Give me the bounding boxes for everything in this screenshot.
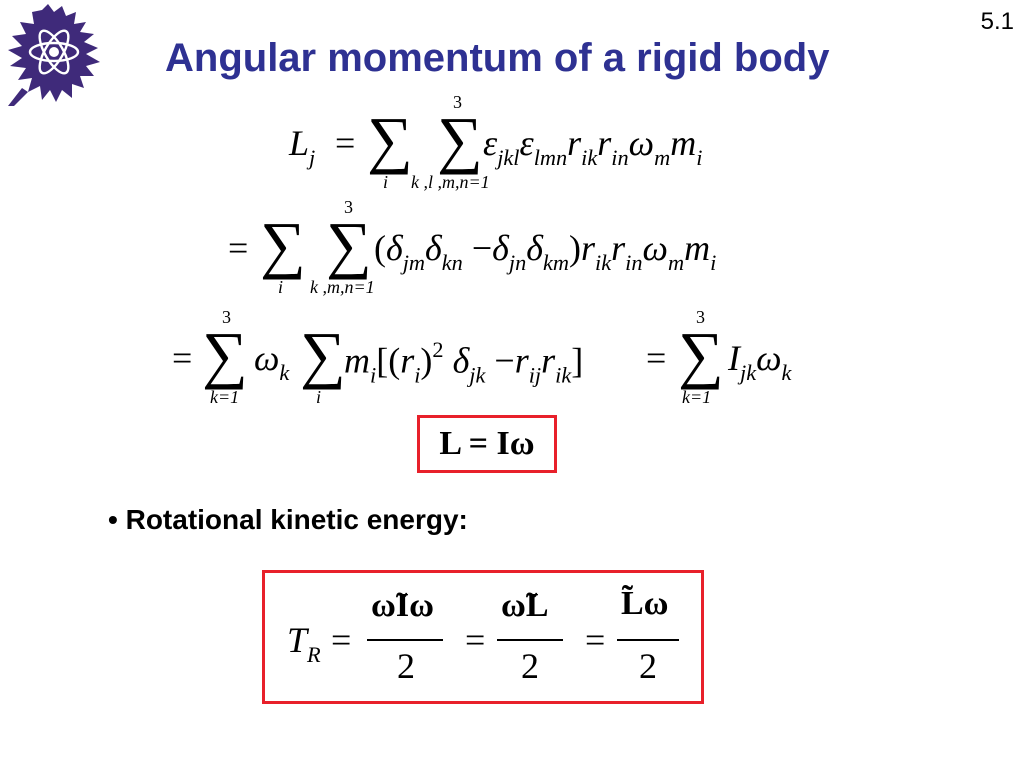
eq1-terms: εjklεlmnrikrinωmmi	[483, 123, 703, 171]
equation-line-1: Lj = ∑ i ∑ 3 k ,l ,m,n=1 εjklεlmnrikrinω…	[285, 92, 755, 200]
boxed-equation-L: L = Iω	[417, 415, 557, 473]
eq2-terms: (δjmδkn −δjnδkm)rikrinωmmi	[374, 228, 717, 276]
tr-denominator-3: 2	[639, 646, 657, 686]
eq1-sum-2: ∑	[437, 104, 483, 175]
eq1-sum-2-lower: k ,l ,m,n=1	[411, 172, 490, 192]
tr-equals-1: =	[331, 620, 352, 660]
horned-lizard-atom-logo-icon	[8, 4, 100, 106]
eq1-sum-1: ∑	[367, 104, 413, 175]
tr-denominator-2: 2	[521, 646, 539, 686]
eq3-sum-1-upper: 3	[222, 307, 231, 327]
eq2-sum-1-lower: i	[278, 277, 284, 297]
eq3-equals-2: =	[646, 338, 667, 378]
tr-fraction-bar-2	[497, 639, 563, 641]
eq3-sum-3-lower: k=1	[682, 387, 712, 407]
eq2-sum-2-lower: k ,m,n=1	[310, 277, 375, 297]
tr-denominator-1: 2	[397, 646, 415, 686]
bullet-text: Rotational kinetic energy:	[125, 504, 468, 535]
eq1-lhs: Lj	[289, 123, 316, 171]
eq3-sum-1-lower: k=1	[210, 387, 240, 407]
bullet-rotational-energy: • Rotational kinetic energy:	[108, 504, 468, 535]
tr-fraction-bar-3	[617, 639, 679, 641]
eq3-sum-1: ∑	[202, 319, 248, 390]
page-number: 5.1	[980, 8, 1014, 35]
eq3-inertia: Ijkωk	[728, 338, 792, 386]
tr-numerator-3: L̃ω	[621, 585, 669, 622]
tr-equals-2: =	[465, 620, 486, 660]
tr-numerator-1: ω̃Iω	[371, 587, 434, 624]
eq3-terms: mi[(ri)2 δjk −rijrik]	[344, 337, 584, 388]
eq3-omega: ωk	[254, 338, 290, 386]
equation-line-2: = ∑ i ∑ 3 k ,m,n=1 (δjmδkn −δjnδkm)rikri…	[228, 195, 788, 303]
eq3-sum-3-upper: 3	[696, 307, 705, 327]
eq2-sum-1: ∑	[260, 209, 306, 280]
boxed-equation-TR: TR = ω̃Iω 2 = ω̃L 2 = L̃ω 2	[262, 570, 704, 704]
eq2-sum-2-upper: 3	[344, 197, 353, 217]
eq1-sum-1-lower: i	[383, 172, 389, 192]
L-equals-I-omega: L = Iω	[439, 425, 535, 462]
eq1-equals: =	[335, 123, 356, 163]
eq3-equals: =	[172, 338, 193, 378]
eq1-sum-2-upper: 3	[453, 92, 462, 112]
equation-line-3: = ∑ 3 k=1 ωk ∑ i mi[(ri)2 δjk −rijrik] =…	[172, 305, 822, 415]
eq2-equals: =	[228, 228, 249, 268]
eq3-sum-2: ∑	[300, 319, 346, 390]
tr-lhs: TR	[287, 620, 321, 668]
tr-equals-3: =	[585, 620, 606, 660]
eq3-sum-3: ∑	[678, 319, 724, 390]
tr-numerator-2: ω̃L	[501, 587, 549, 624]
slide-title: Angular momentum of a rigid body	[165, 36, 830, 80]
eq2-sum-2: ∑	[326, 209, 372, 280]
tr-fraction-bar-1	[367, 639, 443, 641]
eq3-sum-2-lower: i	[316, 387, 322, 407]
